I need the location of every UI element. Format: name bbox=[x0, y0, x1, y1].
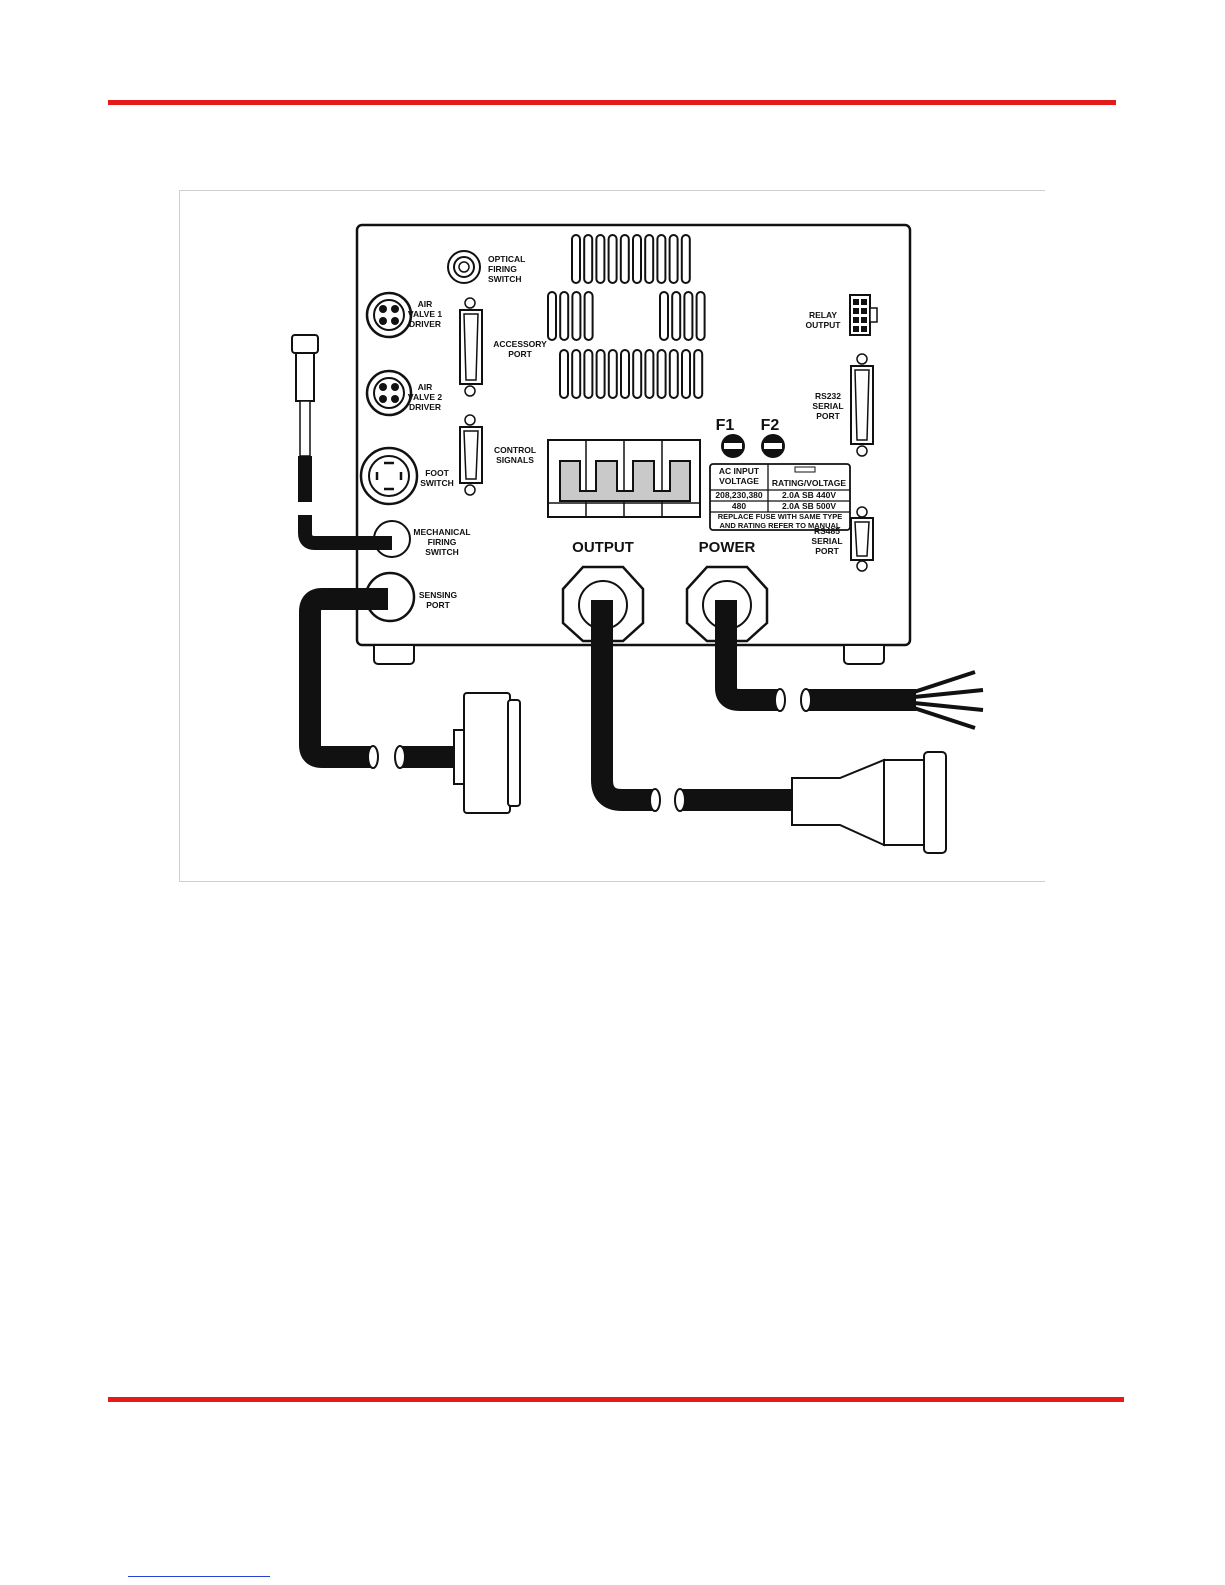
vent-slot bbox=[680, 234, 691, 284]
bottom-link-underline[interactable] bbox=[128, 1576, 270, 1577]
vent-slot bbox=[681, 349, 691, 399]
vent-slot bbox=[632, 234, 642, 284]
vent-slot bbox=[668, 349, 679, 399]
power-cable-far-segment bbox=[800, 670, 984, 730]
vent-slot bbox=[695, 291, 706, 341]
bottom-red-rule bbox=[108, 1397, 1124, 1402]
vent-slots bbox=[547, 234, 706, 399]
output-cable bbox=[591, 600, 655, 811]
foot-switch-connector bbox=[359, 446, 419, 506]
vent-slot bbox=[632, 349, 643, 399]
vent-slot bbox=[595, 234, 606, 284]
vent-slot bbox=[571, 349, 582, 399]
vent-slot bbox=[607, 349, 618, 399]
vent-slot bbox=[619, 234, 630, 284]
table-row-1-rating: 2.0A SB 440V bbox=[782, 490, 836, 500]
control-signals-connector bbox=[459, 414, 483, 496]
fuse-2-holder bbox=[761, 434, 785, 458]
table-row-1-voltage: 208,230,380 bbox=[715, 490, 763, 500]
vent-slot bbox=[559, 349, 569, 399]
vent-slot bbox=[607, 234, 618, 284]
fuse-rating-table bbox=[709, 463, 851, 531]
sensing-cable bbox=[299, 588, 388, 768]
fuse-2-label: F2 bbox=[761, 417, 780, 434]
table-row-2-voltage: 480 bbox=[732, 501, 746, 511]
vent-slot bbox=[620, 349, 630, 399]
vent-slot bbox=[583, 291, 594, 341]
vent-slot bbox=[571, 234, 581, 284]
fuse-1-holder bbox=[721, 434, 745, 458]
relay-output-connector bbox=[849, 294, 878, 336]
table-row-2-rating: 2.0A SB 500V bbox=[782, 501, 836, 511]
terminal-block bbox=[547, 439, 701, 518]
rs232-connector bbox=[850, 353, 874, 457]
mechanical-firing-switch-handle bbox=[291, 334, 319, 502]
output-label: OUTPUT bbox=[572, 539, 634, 556]
vent-slot bbox=[668, 234, 679, 284]
fuse-1-label: F1 bbox=[716, 417, 735, 434]
vent-slot bbox=[659, 291, 669, 341]
power-label: POWER bbox=[699, 539, 756, 556]
vent-slot bbox=[683, 291, 694, 341]
vent-slot bbox=[547, 291, 557, 341]
vent-slot bbox=[671, 291, 682, 341]
power-cable bbox=[715, 600, 780, 711]
vent-slot bbox=[644, 349, 655, 399]
output-plug bbox=[791, 751, 947, 854]
vent-slot bbox=[571, 291, 582, 341]
figure-frame bbox=[179, 190, 1045, 882]
rs485-connector bbox=[850, 506, 874, 572]
air-valve-2-connector bbox=[365, 369, 413, 417]
right-foot bbox=[843, 644, 885, 665]
vent-slot bbox=[693, 349, 704, 399]
vent-slot bbox=[583, 234, 594, 284]
table-header-right: RATING/VOLTAGE bbox=[772, 478, 846, 488]
air-valve-1-connector bbox=[365, 291, 413, 339]
vent-slot bbox=[583, 349, 594, 399]
left-foot bbox=[373, 644, 415, 665]
chassis-panel bbox=[355, 223, 912, 647]
top-red-rule bbox=[108, 100, 1116, 105]
vent-slot bbox=[644, 234, 655, 284]
vent-slot bbox=[595, 349, 606, 399]
optical-firing-switch-port bbox=[447, 250, 481, 284]
sensing-probe-connector bbox=[453, 692, 521, 814]
output-cable-far-segment bbox=[674, 788, 795, 812]
mechanical-firing-cable bbox=[298, 515, 392, 550]
vent-slot bbox=[656, 349, 667, 399]
vent-slot bbox=[656, 234, 667, 284]
accessory-port-connector bbox=[459, 297, 483, 397]
vent-slot bbox=[559, 291, 570, 341]
sensing-cable-far-segment bbox=[394, 745, 458, 769]
